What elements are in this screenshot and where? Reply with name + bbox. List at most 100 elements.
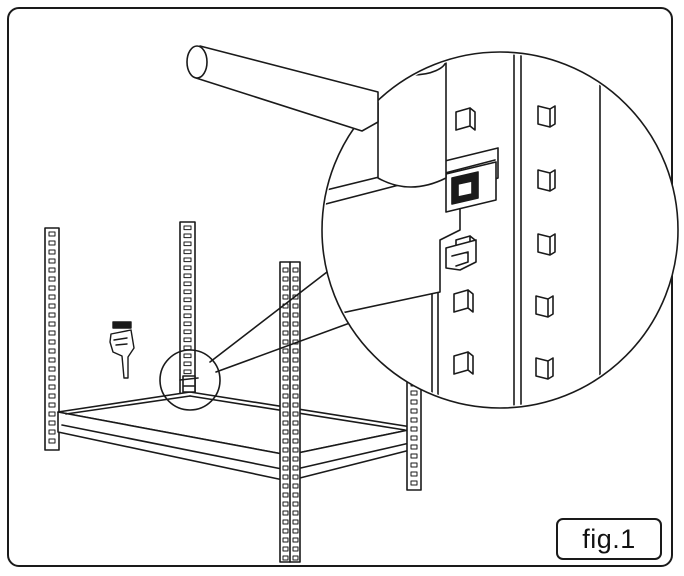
upright-hole xyxy=(48,357,56,363)
upright-hole xyxy=(282,465,289,471)
upright-hole xyxy=(183,241,192,247)
upright-hole xyxy=(48,276,56,282)
upright-hole xyxy=(410,390,418,396)
upright-hole xyxy=(282,330,289,336)
upright-hole xyxy=(292,321,299,327)
upright-hole xyxy=(410,480,418,486)
upright-hole xyxy=(292,402,299,408)
upright-hole xyxy=(292,537,299,543)
upright-hole xyxy=(410,471,418,477)
upright-hole xyxy=(292,546,299,552)
upright-hole xyxy=(48,258,56,264)
upright-hole xyxy=(48,402,56,408)
upright-hole xyxy=(48,285,56,291)
upright-hole xyxy=(48,411,56,417)
upright-hole xyxy=(183,305,192,311)
upright-hole xyxy=(282,528,289,534)
upright-hole xyxy=(183,313,192,319)
upright-hole xyxy=(292,501,299,507)
upright-hole xyxy=(292,465,299,471)
upright-hole xyxy=(282,357,289,363)
upright-hole xyxy=(282,384,289,390)
upright-hole xyxy=(292,438,299,444)
slot-column-outer xyxy=(535,105,556,380)
upright-hole xyxy=(292,375,299,381)
upright-hole xyxy=(282,429,289,435)
upright-hole xyxy=(183,337,192,343)
upright-hole xyxy=(183,257,192,263)
upright-hole xyxy=(282,393,289,399)
upright-hole xyxy=(292,528,299,534)
upright-hole xyxy=(282,312,289,318)
upright-hole xyxy=(292,267,299,273)
upright-hole xyxy=(282,321,289,327)
upright-hole xyxy=(292,411,299,417)
upright-hole xyxy=(48,393,56,399)
upright-hole xyxy=(48,375,56,381)
upright-hole xyxy=(48,312,56,318)
mallet-icon xyxy=(377,54,447,188)
upright-hole xyxy=(282,492,289,498)
upright-hole xyxy=(48,339,56,345)
leader-line-top xyxy=(209,261,341,363)
upright-hole xyxy=(183,297,192,303)
upright-hole xyxy=(292,330,299,336)
upright-hole xyxy=(282,402,289,408)
upright-hole xyxy=(292,519,299,525)
shelf-panel xyxy=(57,391,419,482)
upright-hole xyxy=(48,438,56,444)
upright-hole xyxy=(292,510,299,516)
upright-hole xyxy=(282,501,289,507)
upright-hole xyxy=(292,429,299,435)
upright-hole xyxy=(292,420,299,426)
upright-hole xyxy=(410,408,418,414)
upright-left xyxy=(44,227,60,451)
upright-hole xyxy=(292,357,299,363)
upright-hole xyxy=(48,240,56,246)
upright-hole xyxy=(410,453,418,459)
pointing-hand-icon xyxy=(109,321,135,379)
upright-hole xyxy=(292,555,299,561)
upright-hole xyxy=(183,329,192,335)
upright-hole xyxy=(292,366,299,372)
upright-hole xyxy=(292,492,299,498)
upright-hole xyxy=(183,289,192,295)
upright-hole xyxy=(292,294,299,300)
upright-hole xyxy=(48,366,56,372)
detail-circle-small xyxy=(159,349,221,411)
upright-hole xyxy=(282,537,289,543)
upright-hole xyxy=(48,249,56,255)
upright-hole xyxy=(410,462,418,468)
upright-hole xyxy=(292,276,299,282)
upright-hole xyxy=(282,375,289,381)
upright-hole xyxy=(48,429,56,435)
upright-hole xyxy=(282,420,289,426)
upright-hole xyxy=(410,435,418,441)
upright-hole xyxy=(292,474,299,480)
upright-hole xyxy=(183,369,192,375)
upright-hole xyxy=(282,447,289,453)
upright-hole xyxy=(282,555,289,561)
upright-hole xyxy=(183,225,192,231)
upright-hole xyxy=(48,420,56,426)
upright-hole xyxy=(48,267,56,273)
upright-hole xyxy=(292,303,299,309)
upright-front xyxy=(279,261,301,563)
upright-hole xyxy=(282,456,289,462)
upright-hole xyxy=(282,411,289,417)
upright-hole xyxy=(282,285,289,291)
upright-hole xyxy=(282,366,289,372)
upright-hole xyxy=(48,231,56,237)
upright-hole xyxy=(183,361,192,367)
upright-hole xyxy=(292,447,299,453)
upright-hole xyxy=(183,265,192,271)
upright-hole xyxy=(292,384,299,390)
upright-back xyxy=(179,221,196,401)
upright-hole xyxy=(48,303,56,309)
upright-hole xyxy=(282,276,289,282)
upright-hole xyxy=(282,348,289,354)
upright-hole xyxy=(292,285,299,291)
figure-label: fig.1 xyxy=(556,518,662,560)
upright-hole xyxy=(292,312,299,318)
upright-hole xyxy=(282,510,289,516)
